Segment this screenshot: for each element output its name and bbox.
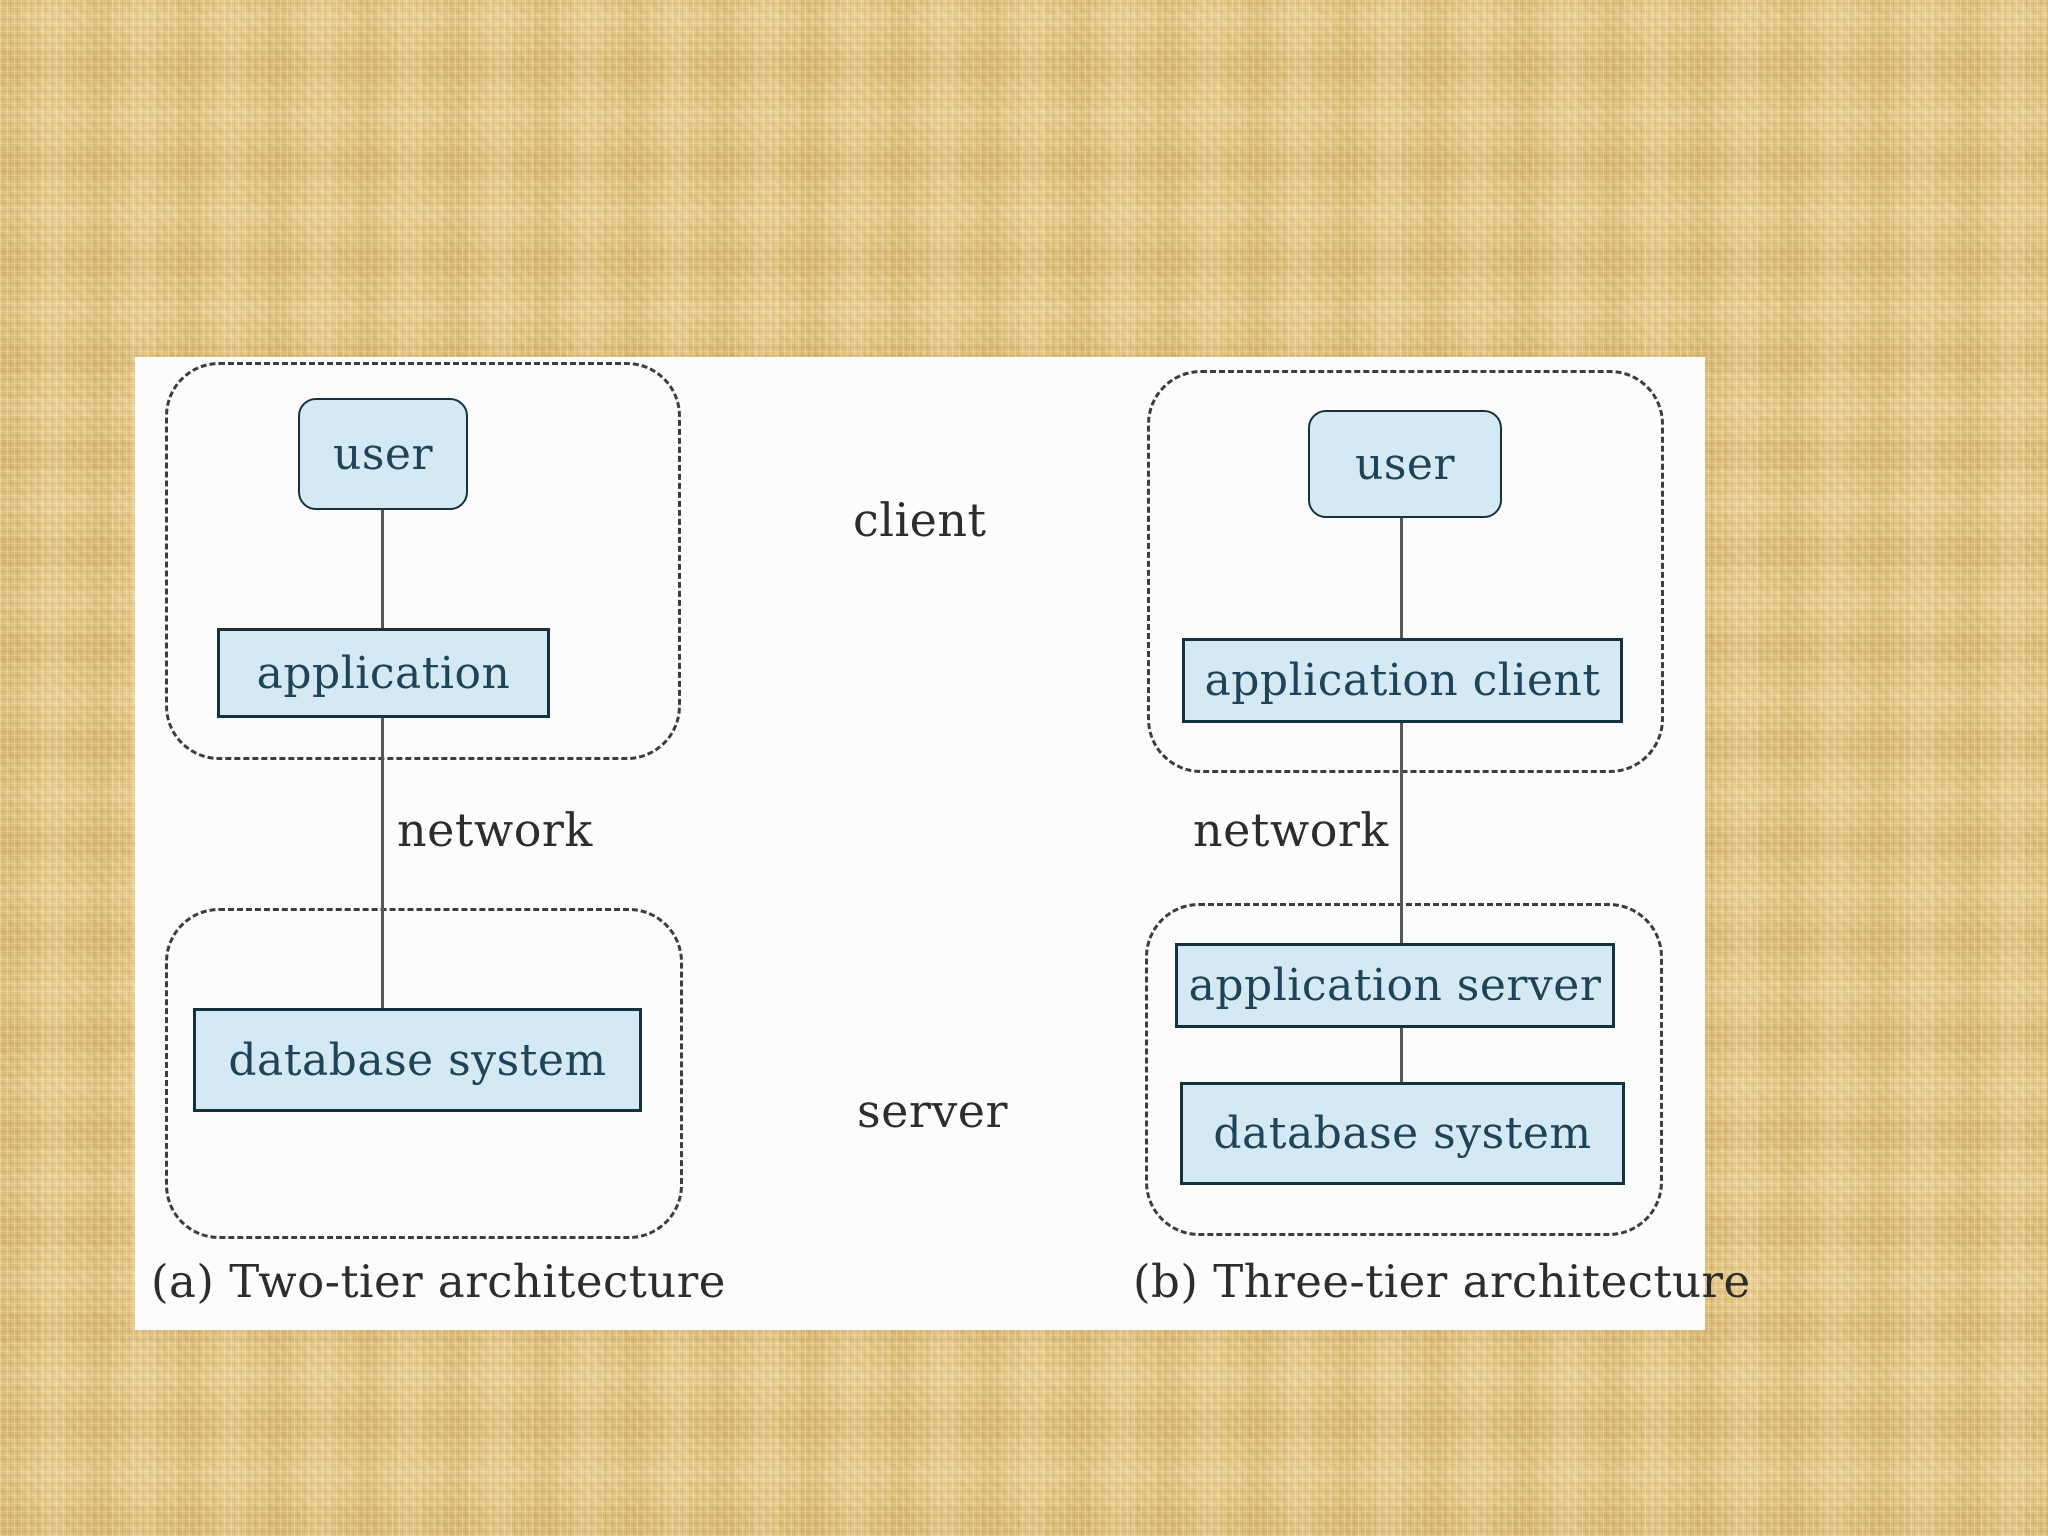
node-a-user: user	[298, 398, 468, 510]
group-a-server-tier	[165, 908, 683, 1239]
node-b-user: user	[1308, 410, 1502, 518]
group-b-client-tier	[1147, 370, 1664, 773]
group-b-server-tier	[1145, 903, 1663, 1236]
connector-b-user-appclient	[1400, 518, 1403, 640]
node-a-database-system: database system	[193, 1008, 642, 1112]
node-b-database-system: database system	[1180, 1082, 1625, 1185]
caption-three-tier: (b) Three-tier architecture	[1133, 1255, 1751, 1308]
connector-a-user-application	[381, 510, 384, 630]
node-b-application-client: application client	[1182, 638, 1623, 723]
node-a-application: application	[217, 628, 550, 718]
label-server-tier: server	[857, 1084, 1009, 1138]
connector-b-network	[1400, 723, 1403, 945]
label-a-network: network	[397, 803, 593, 857]
figure-panel: user application network database system…	[135, 357, 1750, 1330]
node-b-application-server: application server	[1175, 943, 1615, 1028]
connector-a-network	[381, 718, 384, 1008]
label-b-network: network	[1193, 803, 1389, 857]
label-client-tier: client	[853, 493, 987, 547]
caption-two-tier: (a) Two-tier architecture	[151, 1255, 726, 1308]
connector-b-appserver-database	[1400, 1028, 1403, 1084]
group-a-client-tier	[165, 362, 681, 760]
